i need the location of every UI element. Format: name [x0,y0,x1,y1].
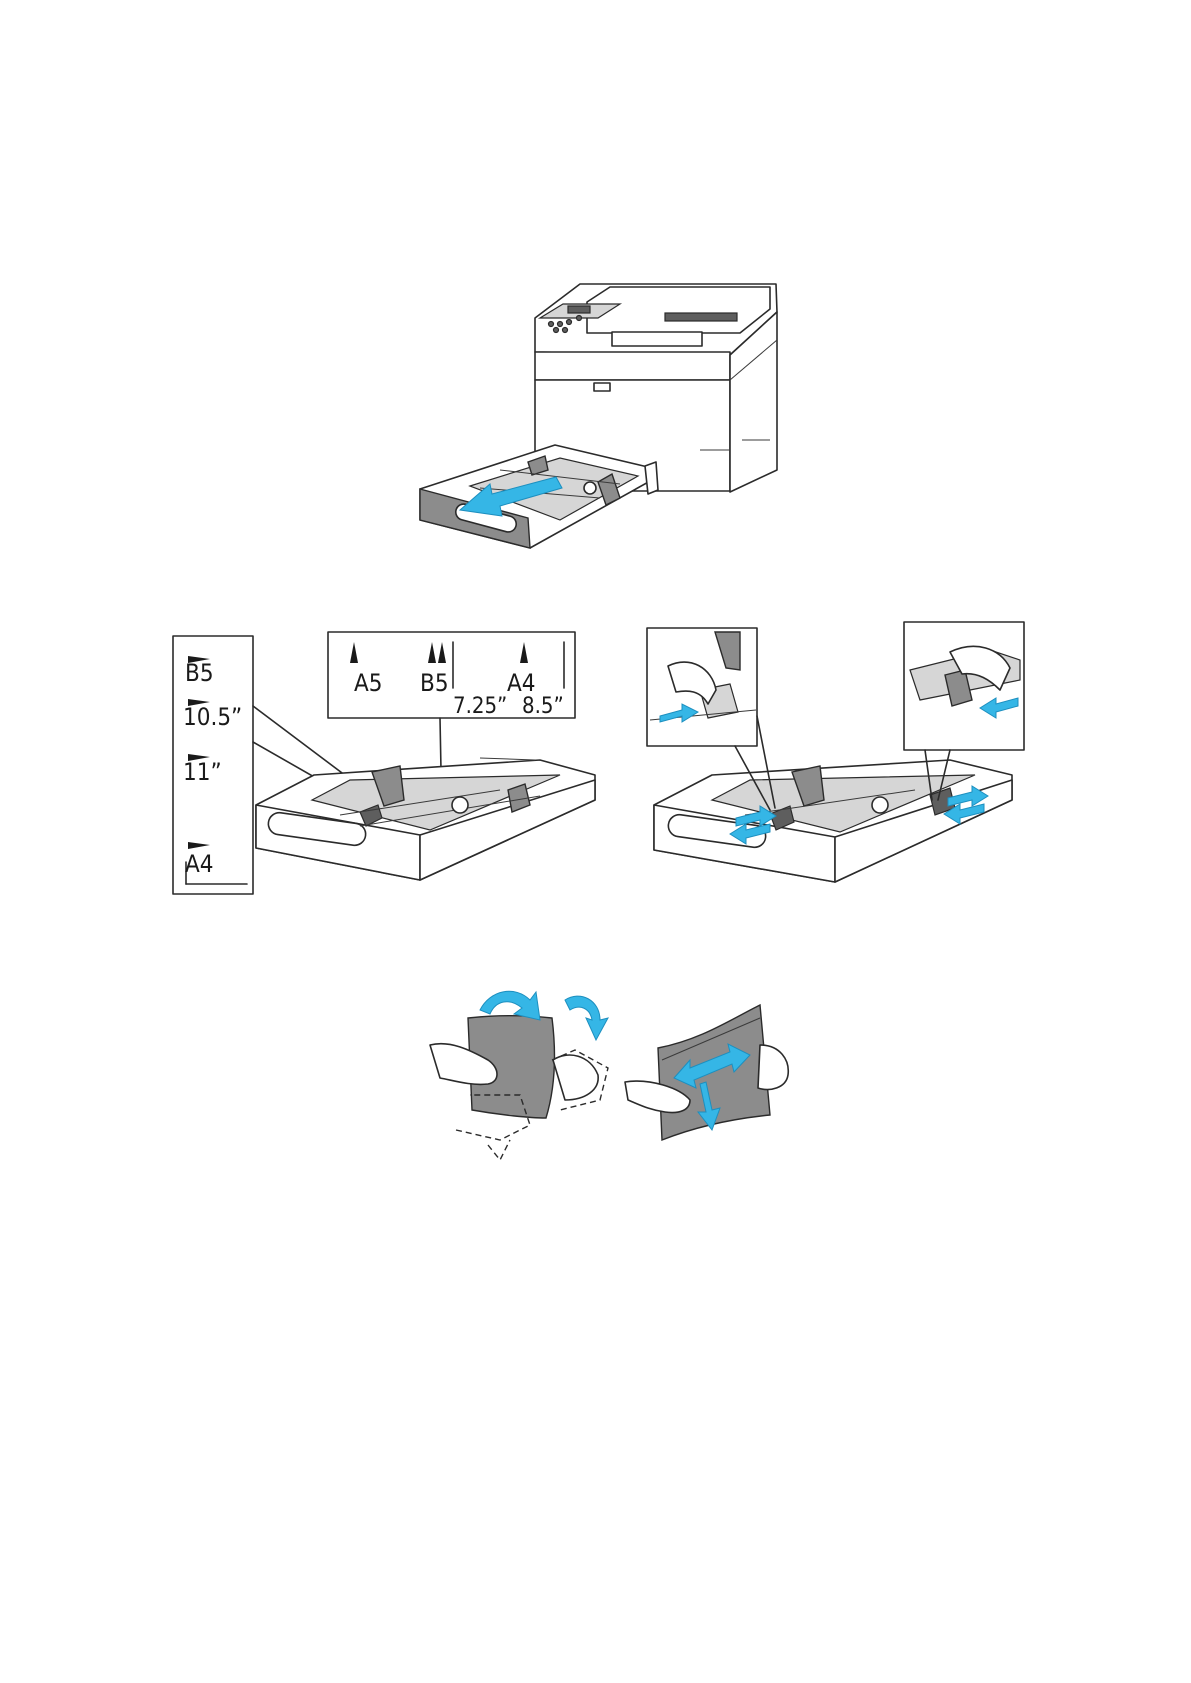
length-label-b5: B5 [420,669,449,697]
squeeze-guides-figure [647,622,1024,882]
printer-figure [420,284,777,548]
length-label-a4: A4 [507,669,536,697]
length-label-7-25: 7.25” [453,694,507,719]
fan-paper-figure [430,991,788,1160]
width-label-11: 11” [183,758,222,786]
tray-scale-figure: B5 10.5” 11” A4 A5 B5 A4 7.25” 8.5” [173,632,595,894]
width-label-a4: A4 [185,850,214,878]
length-label-8-5: 8.5” [522,694,564,719]
width-label-b5: B5 [185,659,214,687]
width-label-10-5: 10.5” [183,703,242,731]
length-label-a5: A5 [354,669,383,697]
